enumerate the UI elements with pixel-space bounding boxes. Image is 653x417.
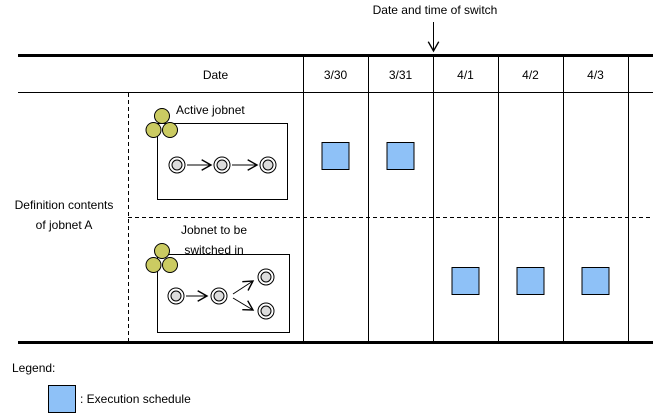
jobnet-group-icon (145, 243, 178, 273)
execution-schedule-marker-switched-4/3 (581, 267, 610, 295)
date-column-header: Date (202, 67, 229, 82)
column-header-3/31: 3/31 (388, 67, 413, 82)
flow-arrows (186, 280, 255, 311)
job-unit-icons (168, 156, 277, 174)
legend-title: Legend: (12, 361, 56, 375)
column-header-4/2: 4/2 (522, 67, 539, 82)
switched-jobnet-label: Jobnet to be switched in (180, 223, 248, 257)
active-jobnet-label: Active jobnet (176, 103, 245, 117)
active-jobnet-diagram (145, 108, 288, 200)
job-unit-icons (167, 268, 275, 320)
switched-jobnet-diagram (145, 243, 290, 333)
execution-schedule-marker-switched-4/1 (451, 267, 480, 295)
jobnet-group-icon (145, 108, 178, 138)
switch-datetime-label: Date and time of switch (372, 3, 498, 17)
jobnet-a-row-label: Definition contents of jobnet A (14, 198, 114, 232)
table-grid (18, 54, 653, 344)
column-header-4/3: 4/3 (587, 67, 604, 82)
execution-schedule-marker-switched-4/2 (516, 267, 545, 295)
legend-execution-schedule-swatch (48, 385, 76, 413)
execution-schedule-marker-active-3/30 (321, 142, 350, 170)
execution-schedule-marker-active-3/31 (386, 142, 415, 170)
execution-schedule-markers (321, 142, 610, 295)
column-header-3/30: 3/30 (323, 67, 348, 82)
legend-execution-schedule-label: : Execution schedule (80, 392, 191, 406)
column-header-4/1: 4/1 (457, 67, 474, 82)
